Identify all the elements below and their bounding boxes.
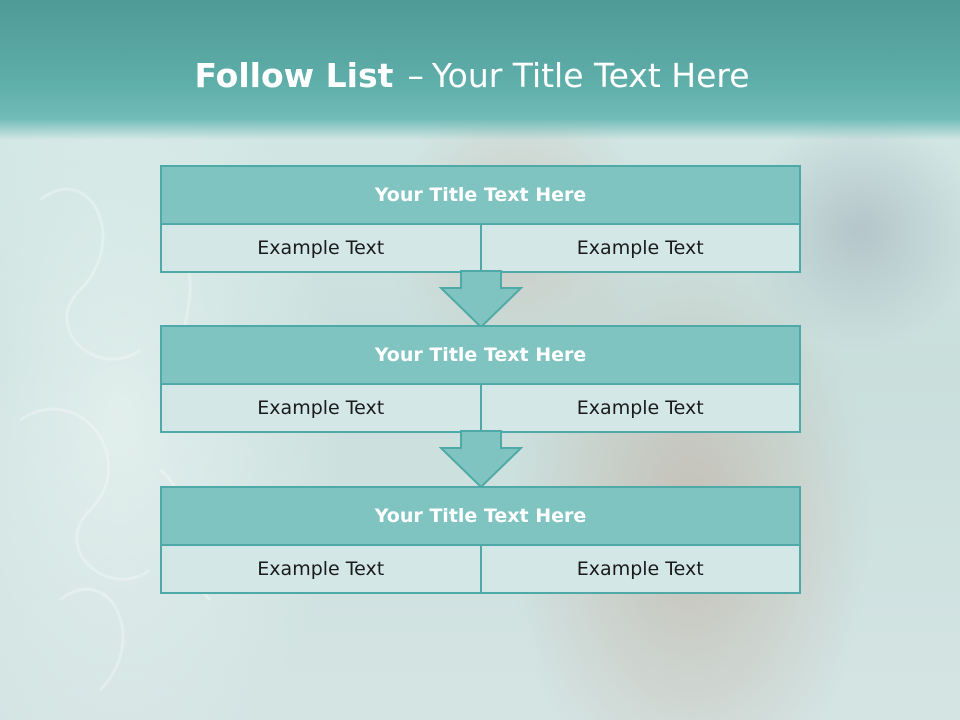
title-dash: – [407, 56, 424, 95]
block-row: Example Text Example Text [162, 225, 799, 271]
block-row: Example Text Example Text [162, 385, 799, 431]
list-block-2: Your Title Text Here Example Text Exampl… [160, 325, 801, 433]
list-block-3: Your Title Text Here Example Text Exampl… [160, 486, 801, 594]
list-block-1: Your Title Text Here Example Text Exampl… [160, 165, 801, 273]
down-arrow-icon [438, 430, 524, 489]
block-title: Your Title Text Here [162, 327, 799, 385]
block-cell-left: Example Text [257, 397, 385, 419]
title-bold: Follow List [194, 56, 394, 95]
slide-title: Follow List–Your Title Text Here [0, 56, 944, 95]
title-rest: Your Title Text Here [431, 56, 750, 95]
block-row: Example Text Example Text [162, 546, 799, 592]
block-cell-left: Example Text [257, 558, 385, 580]
slide-header [0, 0, 960, 140]
block-title: Your Title Text Here [162, 167, 799, 225]
block-cell-right: Example Text [479, 546, 800, 592]
block-cell-right: Example Text [479, 225, 800, 271]
down-arrow-icon [438, 270, 524, 329]
block-cell-left: Example Text [257, 237, 385, 259]
block-cell-right: Example Text [479, 385, 800, 431]
block-title: Your Title Text Here [162, 488, 799, 546]
